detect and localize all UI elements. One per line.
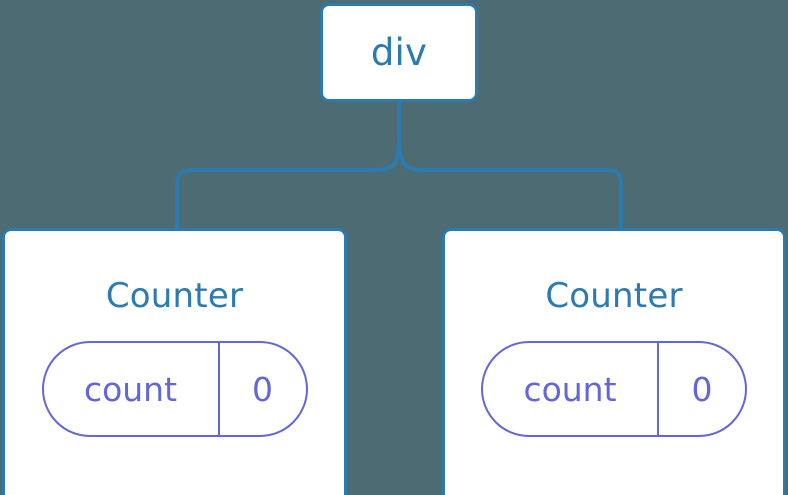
state-value-left-text: 0 bbox=[252, 369, 273, 409]
node-counter-right[interactable]: Counter count 0 bbox=[442, 228, 786, 495]
node-div-label: div bbox=[370, 31, 428, 74]
state-pill-right[interactable]: count 0 bbox=[481, 341, 747, 437]
connector-split-right bbox=[397, 139, 623, 230]
state-key-right: count bbox=[483, 343, 659, 435]
state-pill-left[interactable]: count 0 bbox=[41, 341, 308, 437]
node-counter-right-label: Counter bbox=[545, 276, 683, 316]
state-value-right-text: 0 bbox=[691, 369, 713, 409]
state-value-right: 0 bbox=[659, 343, 745, 435]
connector-split-left bbox=[175, 139, 401, 230]
state-key-right-text: count bbox=[523, 369, 617, 409]
state-value-left: 0 bbox=[220, 343, 306, 435]
state-key-left: count bbox=[44, 343, 220, 435]
node-counter-left-label: Counter bbox=[105, 276, 244, 316]
node-div[interactable]: div bbox=[320, 3, 478, 102]
state-key-left-text: count bbox=[83, 369, 178, 409]
node-counter-left[interactable]: Counter count 0 bbox=[2, 228, 347, 495]
